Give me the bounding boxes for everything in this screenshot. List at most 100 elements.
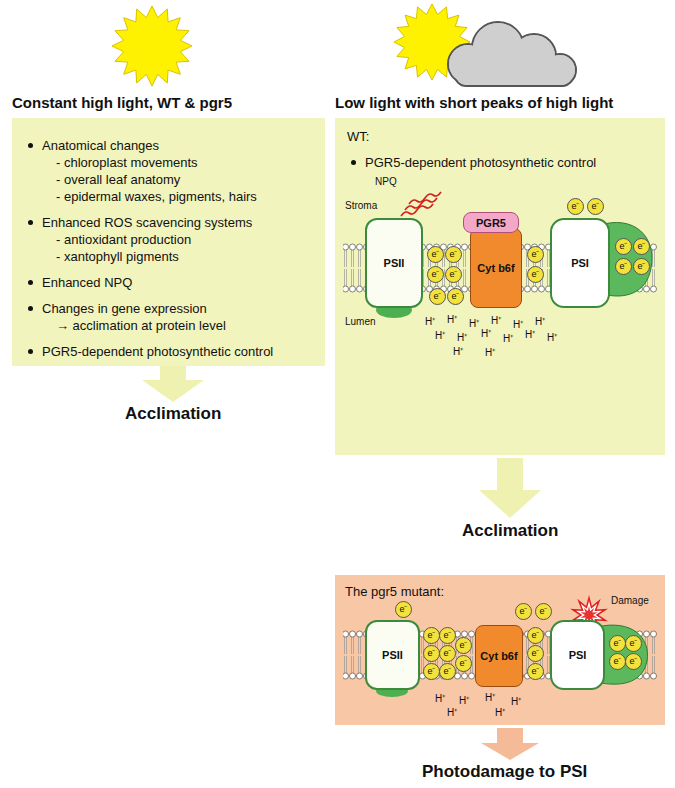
outcome-label: Acclimation (125, 404, 221, 424)
text-line: Enhanced ROS scavencing systems (42, 214, 313, 231)
proton: H⁺ (511, 694, 521, 708)
proton: H⁺ (535, 314, 545, 328)
annotation: Lumen (345, 316, 376, 327)
proton: H⁺ (457, 330, 467, 344)
text-line: → acclimation at protein level (56, 317, 313, 334)
bullet-item: PGR5-dependent photosynthetic control (24, 343, 313, 360)
annotation: NPQ (375, 176, 397, 187)
proton: H⁺ (435, 328, 445, 342)
text-line: PGR5 (476, 217, 506, 229)
text-line: The pgr5 mutant: (345, 583, 655, 600)
text-line: - chloroplast movements (56, 154, 313, 171)
panel-heading: Low light with short peaks of high light (335, 94, 613, 111)
psii-complex: PSII (365, 218, 423, 308)
electron: e⁻ (633, 258, 650, 275)
bullet-dot (351, 160, 356, 165)
cytb6f-complex: Cyt b6f (475, 625, 523, 687)
pgr5-protein: PGR5 (463, 212, 519, 233)
outcome-label: Acclimation (462, 521, 558, 541)
electron: e⁻ (439, 627, 456, 644)
outcome-label: Photodamage to PSI (422, 762, 587, 782)
proton: H⁺ (495, 705, 505, 719)
sub-item: - chloroplast movements (24, 154, 313, 171)
electron: e⁻ (455, 637, 472, 654)
electron: e⁻ (527, 627, 544, 644)
panel-box: The pgr5 mutant:PSIICyt b6fPSIDamageH⁺H⁺… (335, 575, 665, 725)
electron: e⁻ (439, 663, 456, 680)
text-line: PSII (382, 649, 403, 661)
panel-heading: Constant high light, WT & pgr5 (12, 94, 232, 111)
bullet-item: Enhanced ROS scavencing systems (24, 214, 313, 231)
text-line: PGR5-dependent photosynthetic control (42, 343, 313, 360)
electron: e⁻ (395, 601, 412, 618)
text-line: Anatomical changes (42, 137, 313, 154)
block-arrow (479, 458, 541, 518)
sub-item: - xantophyll pigments (24, 248, 313, 265)
proton: H⁺ (547, 330, 557, 344)
electron: e⁻ (609, 653, 626, 670)
proton: H⁺ (469, 316, 479, 330)
bullet-item: Anatomical changes (24, 137, 313, 154)
electron: e⁻ (527, 246, 544, 263)
bullet-dot (28, 220, 33, 225)
proton: H⁺ (525, 327, 535, 341)
text-line: PSI (569, 649, 587, 661)
sub-item: - epidermal waxes, pigments, hairs (24, 188, 313, 205)
sun (112, 6, 192, 86)
proton: H⁺ (447, 312, 457, 326)
bullet-dot (28, 349, 33, 354)
proton: H⁺ (447, 705, 457, 719)
electron: e⁻ (445, 266, 462, 283)
electron: e⁻ (439, 645, 456, 662)
electron: e⁻ (527, 266, 544, 283)
text-line: PGR5-dependent photosynthetic control (365, 154, 653, 171)
sub-item: - overall leaf anatomy (24, 171, 313, 188)
electron: e⁻ (609, 635, 626, 652)
electron: e⁻ (423, 627, 440, 644)
proton: H⁺ (503, 331, 513, 345)
electron: e⁻ (633, 238, 650, 255)
block-arrow (481, 728, 539, 760)
electron: e⁻ (567, 198, 584, 215)
bullet-item: PGR5-dependent photosynthetic control (347, 154, 653, 171)
electron: e⁻ (625, 653, 642, 670)
cytb6f-complex: Cyt b6f (470, 228, 522, 308)
proton: H⁺ (435, 691, 445, 705)
electron: e⁻ (527, 645, 544, 662)
text-line: - antioxidant production (56, 231, 313, 248)
electron: e⁻ (423, 645, 440, 662)
panel-box: Constant high light, WT & pgr5Anatomical… (12, 118, 325, 366)
electron: e⁻ (615, 238, 632, 255)
text-line: Changes in gene expression (42, 300, 313, 317)
electron: e⁻ (445, 246, 462, 263)
bullet-dot (28, 306, 33, 311)
text-line: - overall leaf anatomy (56, 171, 313, 188)
electron: e⁻ (615, 258, 632, 275)
annotation: Damage (611, 595, 649, 606)
electron: e⁻ (427, 266, 444, 283)
bullet-item: Changes in gene expression (24, 300, 313, 317)
panel-box: Low light with short peaks of high light… (335, 118, 665, 455)
text-line: - xantophyll pigments (56, 248, 313, 265)
proton: H⁺ (491, 313, 501, 327)
text-line: WT: (347, 128, 653, 145)
proton: H⁺ (485, 690, 495, 704)
electron: e⁻ (527, 663, 544, 680)
bullet-dot (28, 280, 33, 285)
cloud (448, 22, 576, 86)
electron: e⁻ (429, 288, 446, 305)
proton: H⁺ (425, 314, 435, 328)
sub-item: - antioxidant production (24, 231, 313, 248)
sub-item: → acclimation at protein level (24, 317, 313, 334)
text-line: PSI (571, 257, 589, 269)
psi-complex: PSI (550, 218, 610, 308)
proton: H⁺ (459, 693, 469, 707)
bullet-item: Enhanced NPQ (24, 274, 313, 291)
proton: H⁺ (453, 344, 463, 358)
psi-complex: PSI (550, 620, 605, 690)
annotation: Stroma (345, 200, 377, 211)
text-line: Cyt b6f (480, 650, 517, 662)
text-line: - epidermal waxes, pigments, hairs (56, 188, 313, 205)
text-line: Cyt b6f (477, 262, 514, 274)
